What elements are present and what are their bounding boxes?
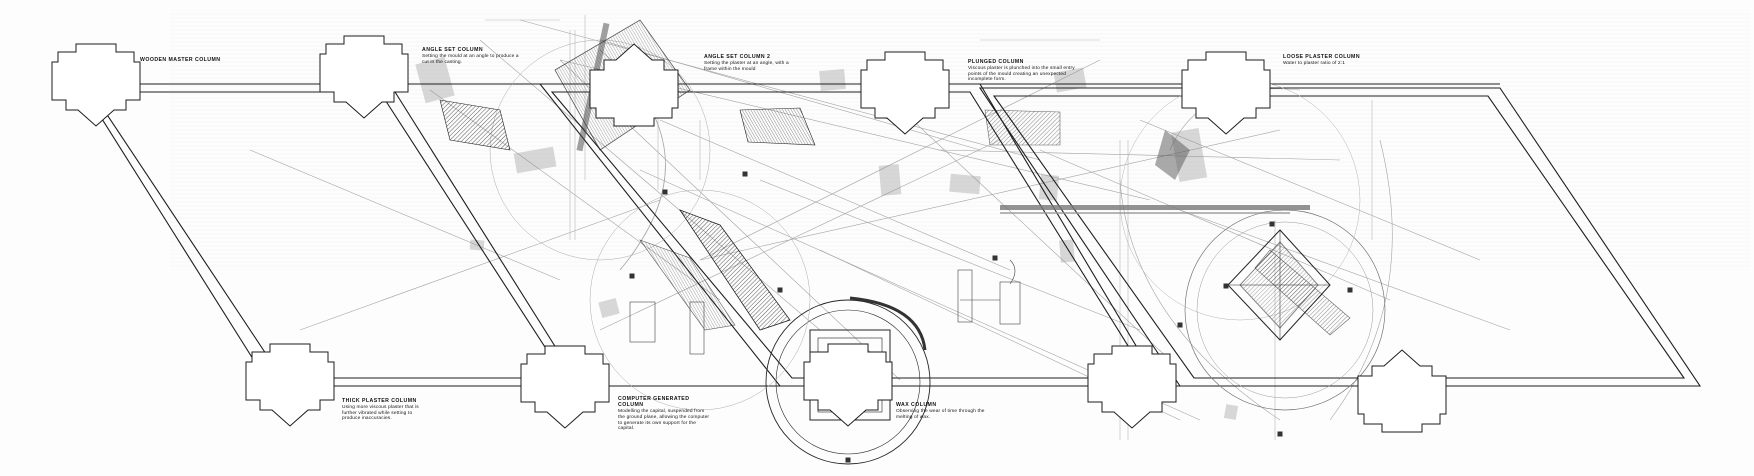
construction-lines: [249, 15, 1511, 440]
label-desc: Modelling the capital, suspended from th…: [618, 409, 710, 432]
label-desc: Observing the wear of time through the m…: [896, 409, 985, 420]
rotunda-circle-inner: [1196, 221, 1374, 399]
wash-patches: [415, 56, 1239, 420]
label-title: ANGLE SET COLUMN 2: [704, 54, 771, 60]
construction-line: [1179, 209, 1511, 331]
label-desc: Water to plaster ratio of 2:1: [1283, 61, 1346, 67]
square-marker-icon: [1347, 287, 1353, 293]
square-marker-icon: [1277, 431, 1283, 437]
construction-line: [1139, 119, 1481, 261]
construction-line: [479, 39, 821, 331]
construction-arc: [1119, 179, 1281, 421]
label-angle-set-column-2: ANGLE SET COLUMN 2 Setting the plaster a…: [704, 54, 796, 72]
square-marker-icon: [992, 255, 998, 261]
label-computer-generated-column: COMPUTER GENERATED COLUMN Modelling the …: [618, 396, 710, 432]
label-title: ANGLE SET COLUMN: [422, 47, 484, 53]
label-thick-plaster-column: THICK PLASTER COLUMN Using more viscous …: [342, 398, 432, 422]
label-loose-plaster-column: LOOSE PLASTER COLUMN Water to plaster ra…: [1283, 54, 1433, 67]
construction-line: [249, 149, 561, 281]
markers: [629, 171, 1353, 463]
square-marker-icon: [1223, 283, 1229, 289]
label-title: COMPUTER GENERATED COLUMN: [618, 396, 690, 409]
construction-line: [659, 119, 1011, 271]
construction-arc: [1329, 139, 1393, 421]
wash-patch: [878, 164, 902, 196]
construction-line: [879, 89, 1171, 361]
wash-patch: [1053, 67, 1087, 93]
label-title: WAX COLUMN: [896, 402, 937, 408]
square-marker-icon: [1269, 221, 1275, 227]
square-marker-icon: [1177, 322, 1183, 328]
label-desc: Using more viscous plaster that is furth…: [342, 405, 419, 422]
wash-patch: [415, 56, 455, 104]
construction-line: [759, 179, 1141, 331]
frame-right-inner: [992, 95, 1686, 379]
construction-line: [299, 199, 661, 331]
square-marker-icon: [845, 457, 851, 463]
label-title: THICK PLASTER COLUMN: [342, 398, 417, 404]
label-title: PLUNGED COLUMN: [968, 59, 1024, 65]
square-marker-icon: [742, 171, 748, 177]
wash-patch: [819, 68, 846, 92]
large-arc-circle: [589, 189, 811, 411]
square-marker-icon: [629, 273, 635, 279]
label-title: LOOSE PLASTER COLUMN: [1283, 54, 1361, 60]
wax-circle: [765, 299, 931, 465]
label-wax-column: WAX COLUMN Observing the wear of time th…: [896, 402, 994, 420]
label-plunged-column: PLUNGED COLUMN Viscous plaster is plunch…: [968, 59, 1080, 83]
label-desc: Viscous plaster is plunched into the sma…: [968, 66, 1075, 83]
construction-line: [1039, 149, 1391, 301]
wash-patch: [598, 297, 620, 319]
elevation-sketches: [629, 259, 1021, 355]
construction-line: [599, 139, 1001, 331]
wash-patch: [1059, 239, 1075, 263]
label-angle-set-column: ANGLE SET COLUMN Setting the mould at an…: [422, 47, 522, 65]
label-desc: Setting the mould at an angle to produce…: [422, 54, 519, 65]
label-title: WOODEN MASTER COLUMN: [140, 57, 221, 63]
construction-line: [699, 59, 1101, 261]
wash-patch: [1223, 404, 1239, 420]
wax-circle-inner: [775, 309, 921, 455]
square-marker-icon: [662, 189, 668, 195]
wash-patch: [949, 173, 981, 195]
label-wooden-master-column: WOODEN MASTER COLUMN: [140, 57, 340, 63]
wash-patch: [513, 146, 557, 174]
label-desc: Setting the plaster at an angle, with a …: [704, 61, 789, 72]
square-marker-icon: [777, 287, 783, 293]
